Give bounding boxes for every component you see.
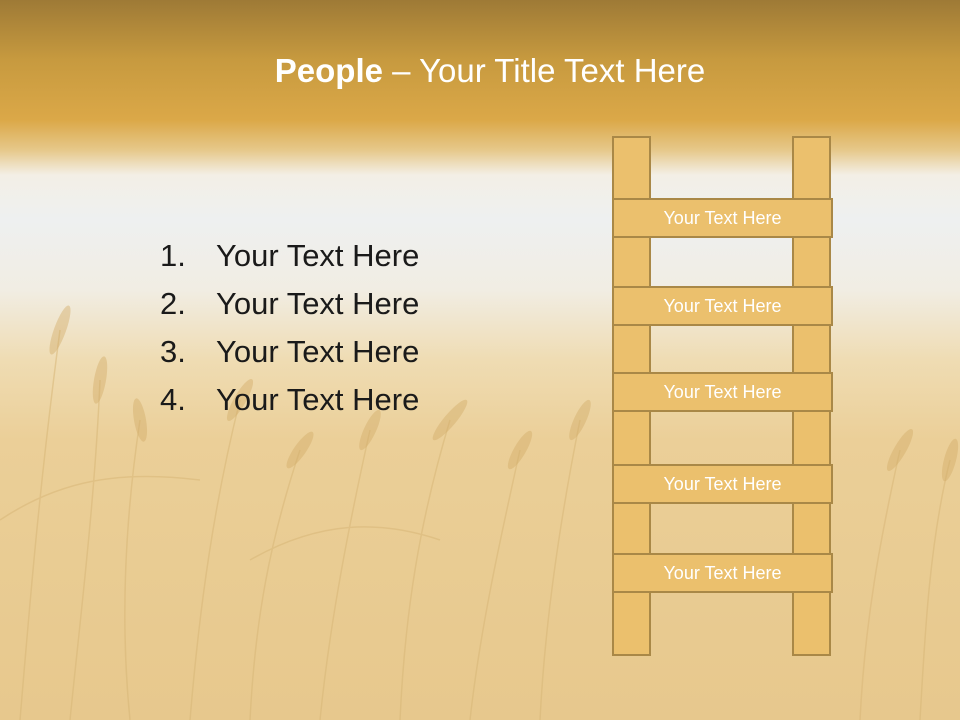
list-item: 3. Your Text Here bbox=[160, 328, 419, 376]
ladder-rung-5: Your Text Here bbox=[612, 553, 833, 593]
list-item: 1. Your Text Here bbox=[160, 232, 419, 280]
list-item-text: Your Text Here bbox=[216, 382, 420, 417]
slide-title-bold: People bbox=[274, 52, 383, 89]
list-item: 2. Your Text Here bbox=[160, 280, 419, 328]
list-item-number: 1. bbox=[160, 238, 186, 273]
ladder-rung-2: Your Text Here bbox=[612, 286, 833, 326]
list-item-number: 2. bbox=[160, 286, 186, 321]
ladder-rung-1: Your Text Here bbox=[612, 198, 833, 238]
list-item: 4. Your Text Here bbox=[160, 376, 419, 424]
list-item-text: Your Text Here bbox=[216, 286, 420, 321]
list-item-text: Your Text Here bbox=[216, 334, 420, 369]
list-item-number: 4. bbox=[160, 382, 186, 417]
numbered-list: 1. Your Text Here 2. Your Text Here 3. Your… bbox=[160, 232, 419, 424]
ladder-rung-4: Your Text Here bbox=[612, 464, 833, 504]
list-item-text: Your Text Here bbox=[216, 238, 420, 273]
slide-title-rest: – Your Title Text Here bbox=[382, 52, 706, 89]
ladder-rung-3: Your Text Here bbox=[612, 372, 833, 412]
slide-title: People – Your Title Text Here bbox=[0, 52, 960, 90]
list-item-number: 3. bbox=[160, 334, 186, 369]
